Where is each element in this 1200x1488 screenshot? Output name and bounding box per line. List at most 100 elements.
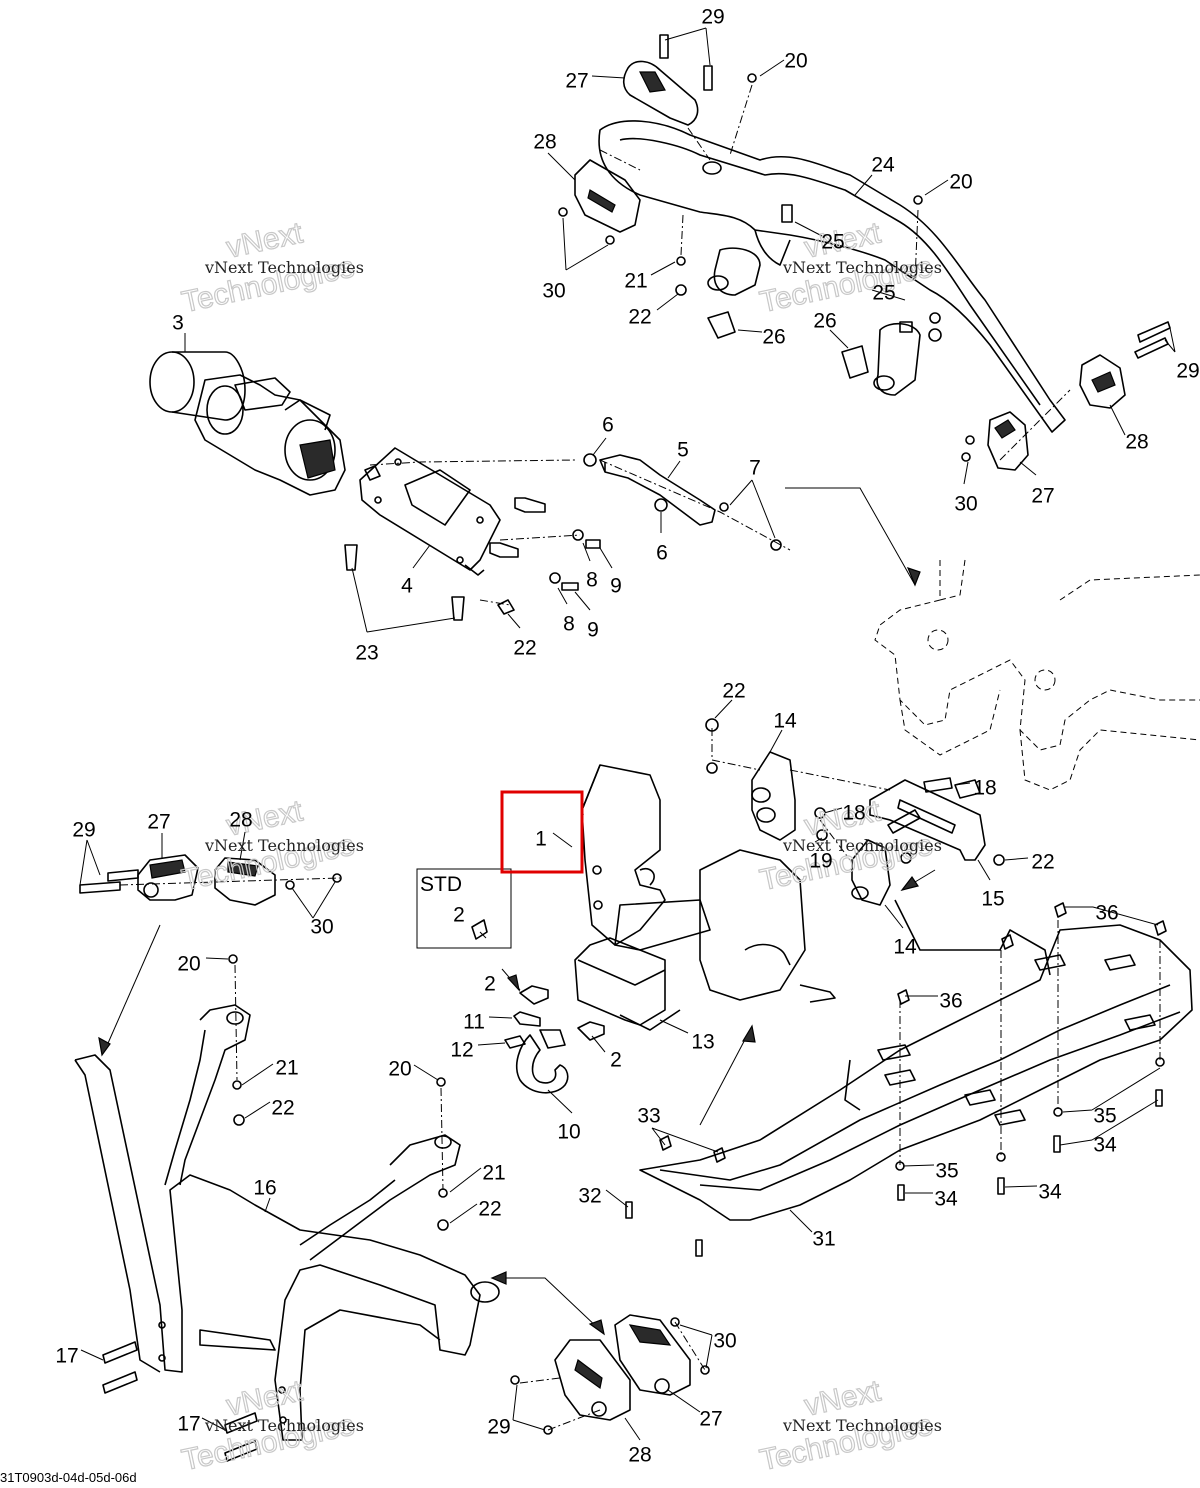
callout-label-3: 3 — [172, 312, 184, 335]
callout-label-22: 22 — [1031, 851, 1054, 874]
std-box: STD — [416, 868, 512, 949]
callout-label-22: 22 — [722, 680, 745, 703]
callout-label-27: 27 — [147, 811, 170, 834]
part-24-upper-bumper — [598, 120, 1066, 433]
callout-label-26: 26 — [762, 326, 785, 349]
callout-label-4: 4 — [401, 575, 413, 598]
callout-label-18: 18 — [973, 777, 996, 800]
callout-label-28: 28 — [628, 1444, 651, 1467]
arrow-heads — [98, 567, 921, 1336]
callout-label-36: 36 — [939, 990, 962, 1013]
fasteners-winch — [344, 465, 601, 621]
callout-label-29: 29 — [701, 6, 724, 29]
callout-label-24: 24 — [871, 154, 895, 177]
part-28-upper-bracket — [574, 159, 641, 233]
callout-label-15: 15 — [981, 888, 1004, 911]
callout-label-2: 2 — [484, 973, 496, 996]
callout-label-29: 29 — [1176, 360, 1199, 383]
highlight-box-part-1 — [500, 790, 584, 874]
callout-label-33: 33 — [637, 1105, 660, 1128]
callout-label-1: 1 — [535, 828, 547, 851]
part-4-winch-plate — [359, 447, 501, 576]
callout-label-17: 17 — [55, 1345, 78, 1368]
callout-label-14: 14 — [893, 936, 917, 959]
callout-label-22: 22 — [478, 1198, 501, 1221]
callout-label-28: 28 — [229, 809, 252, 832]
callout-label-32: 32 — [578, 1185, 601, 1208]
callout-label-30: 30 — [542, 280, 565, 303]
callout-label-2: 2 — [610, 1049, 622, 1072]
callout-label-21: 21 — [482, 1162, 505, 1185]
part-27-bottom-bracket — [510, 1314, 710, 1435]
part-13-mount — [574, 849, 836, 1031]
callout-label-30: 30 — [954, 493, 977, 516]
callout-label-26: 26 — [813, 310, 836, 333]
callout-label-19: 19 — [809, 850, 832, 873]
watermark-text: vNext Technologies — [204, 836, 364, 855]
callout-label-22: 22 — [513, 637, 536, 660]
callout-label-2: 2 — [453, 904, 465, 927]
callout-label-27: 27 — [1031, 485, 1054, 508]
part-15-bracket — [869, 777, 1005, 866]
callout-label-29: 29 — [72, 819, 95, 842]
std-label: STD — [420, 873, 462, 896]
callout-label-9: 9 — [587, 619, 599, 642]
callout-label-20: 20 — [388, 1058, 411, 1081]
part-14-upper-bracket — [705, 718, 796, 841]
callout-label-16: 16 — [253, 1177, 276, 1200]
callout-label-14: 14 — [773, 710, 797, 733]
callout-label-28: 28 — [533, 131, 556, 154]
callout-label-6: 6 — [602, 414, 614, 437]
callout-label-35: 35 — [935, 1160, 958, 1183]
callout-label-27: 27 — [699, 1408, 722, 1431]
callout-label-31: 31 — [812, 1228, 835, 1251]
callout-label-20: 20 — [949, 171, 972, 194]
part-28-left-bracket — [214, 857, 276, 906]
callout-label-30: 30 — [310, 916, 333, 939]
part-27-right-bracket — [987, 411, 1029, 471]
callout-label-8: 8 — [563, 613, 575, 636]
callout-label-10: 10 — [557, 1121, 580, 1144]
callout-label-20: 20 — [177, 953, 200, 976]
callout-label-7: 7 — [749, 457, 761, 480]
part-3-winch — [149, 351, 346, 496]
part-31-skid-plate — [625, 899, 1193, 1257]
watermark-text: vNext Technologies — [782, 836, 942, 855]
callout-label-17: 17 — [177, 1413, 200, 1436]
callout-label-22: 22 — [271, 1097, 294, 1120]
callout-label-25: 25 — [821, 231, 844, 254]
watermark-text: vNext Technologies — [204, 258, 364, 277]
fasteners-center — [471, 919, 605, 1049]
fasteners-left — [79, 869, 449, 1462]
callout-label-13: 13 — [691, 1031, 714, 1054]
callout-label-27: 27 — [565, 70, 588, 93]
callout-label-29: 29 — [487, 1416, 510, 1439]
callout-label-23: 23 — [355, 642, 378, 665]
callout-label-30: 30 — [713, 1330, 736, 1353]
callout-label-36: 36 — [1095, 902, 1118, 925]
callout-label-35: 35 — [1093, 1105, 1116, 1128]
callout-label-5: 5 — [677, 439, 689, 462]
ghost-frame — [874, 559, 1200, 791]
callout-label-18: 18 — [842, 802, 865, 825]
watermark-text: vNext Technologies — [782, 1416, 942, 1435]
callout-label-34: 34 — [934, 1188, 958, 1211]
fasteners-top — [558, 34, 1171, 462]
callout-label-12: 12 — [450, 1039, 473, 1062]
callout-label-28: 28 — [1125, 431, 1148, 454]
callout-label-34: 34 — [1093, 1134, 1117, 1157]
callout-label-8: 8 — [586, 569, 598, 592]
watermark-text: vNext Technologies — [204, 1416, 364, 1435]
callout-label-6: 6 — [656, 542, 668, 565]
part-27-upper-bracket — [622, 60, 699, 126]
callout-label-21: 21 — [275, 1057, 298, 1080]
callout-label-34: 34 — [1038, 1181, 1062, 1204]
part-16-lower-bumper — [74, 1004, 500, 1441]
callout-label-25: 25 — [872, 282, 895, 305]
part-27-left-bracket — [137, 854, 199, 901]
